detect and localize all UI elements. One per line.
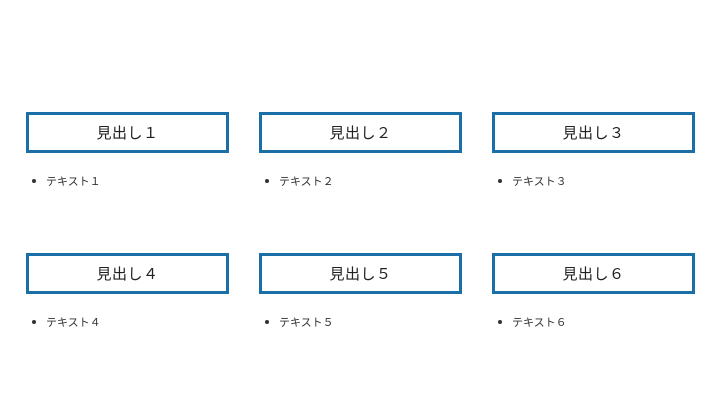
list-item: テキスト１ [32, 173, 229, 189]
list-item-text: テキスト１ [46, 175, 101, 188]
list-item-text: テキスト３ [512, 175, 567, 188]
bullet-icon [32, 179, 36, 183]
card-heading: 見出し３ [492, 112, 695, 153]
card-heading: 見出し６ [492, 253, 695, 294]
bullet-icon [32, 320, 36, 324]
bullet-icon [498, 179, 502, 183]
bullet-list: テキスト２ [259, 173, 462, 189]
card-2: 見出し２ テキスト２ [259, 112, 462, 253]
bullet-list: テキスト４ [26, 314, 229, 330]
card-6: 見出し６ テキスト６ [492, 253, 695, 394]
card-4: 見出し４ テキスト４ [26, 253, 229, 394]
bullet-icon [498, 320, 502, 324]
bullet-list: テキスト３ [492, 173, 695, 189]
card-heading: 見出し２ [259, 112, 462, 153]
bullet-list: テキスト１ [26, 173, 229, 189]
list-item-text: テキスト５ [279, 316, 334, 329]
list-item: テキスト３ [498, 173, 695, 189]
bullet-list: テキスト５ [259, 314, 462, 330]
list-item: テキスト２ [265, 173, 462, 189]
list-item-text: テキスト４ [46, 316, 101, 329]
card-5: 見出し５ テキスト５ [259, 253, 462, 394]
bullet-icon [265, 320, 269, 324]
list-item: テキスト４ [32, 314, 229, 330]
card-heading: 見出し４ [26, 253, 229, 294]
list-item-text: テキスト２ [279, 175, 334, 188]
bullet-icon [265, 179, 269, 183]
list-item-text: テキスト６ [512, 316, 567, 329]
card-1: 見出し１ テキスト１ [26, 112, 229, 253]
bullet-list: テキスト６ [492, 314, 695, 330]
list-item: テキスト５ [265, 314, 462, 330]
card-heading: 見出し１ [26, 112, 229, 153]
list-item: テキスト６ [498, 314, 695, 330]
card-grid: 見出し１ テキスト１ 見出し２ テキスト２ 見出し３ テキスト３ 見出し４ [26, 112, 695, 394]
card-3: 見出し３ テキスト３ [492, 112, 695, 253]
card-heading: 見出し５ [259, 253, 462, 294]
